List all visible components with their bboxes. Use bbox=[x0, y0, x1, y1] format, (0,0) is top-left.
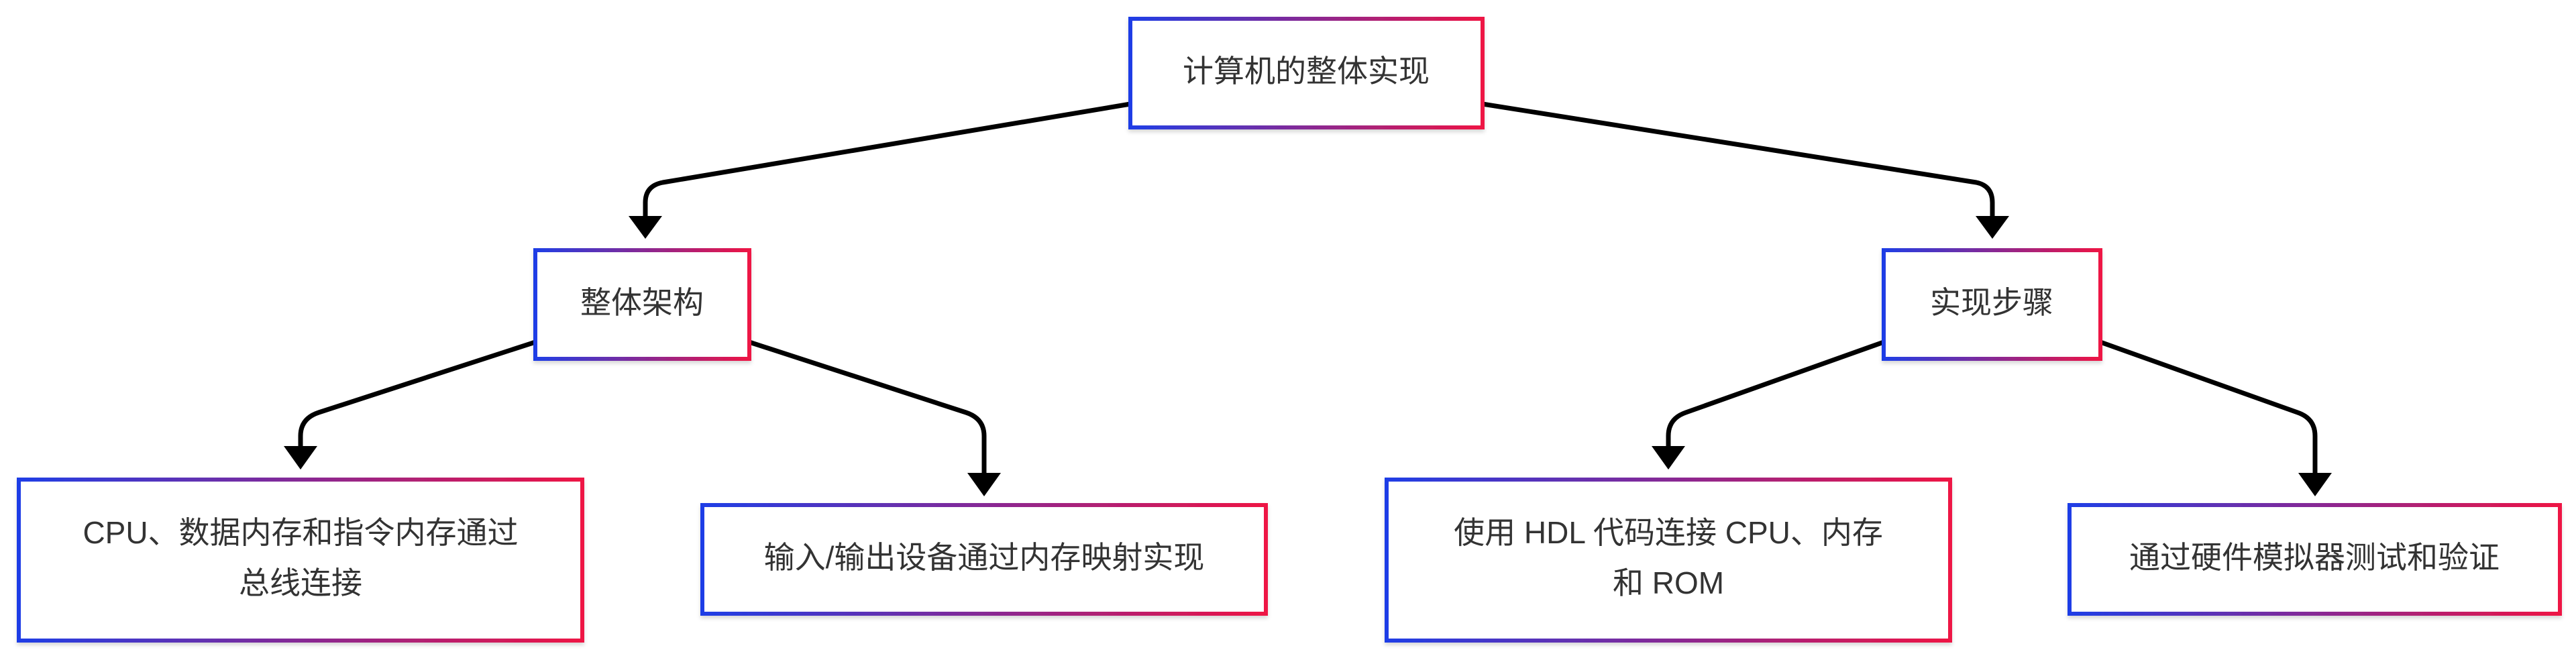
arrowhead-simulator bbox=[2298, 473, 2332, 496]
node-io-mmio-label: 输入/输出设备通过内存映射实现 bbox=[764, 540, 1205, 575]
node-io-mmio: 输入/输出设备通过内存映射实现 bbox=[700, 503, 1268, 616]
node-cpu-bus-label-line1: CPU、数据内存和指令内存通过 bbox=[83, 515, 518, 550]
node-hdl-connect: 使用 HDL 代码连接 CPU、内存 和 ROM bbox=[1385, 478, 1952, 643]
arrowhead-cpu-bus bbox=[284, 446, 317, 470]
edge-root-steps bbox=[1480, 101, 1995, 224]
node-steps: 实现步骤 bbox=[1882, 248, 2102, 361]
node-architecture: 整体架构 bbox=[533, 248, 751, 361]
node-root: 计算机的整体实现 bbox=[1128, 17, 1485, 129]
edge-root-architecture bbox=[643, 101, 1133, 224]
arrowhead-architecture bbox=[629, 216, 662, 239]
node-architecture-label: 整体架构 bbox=[580, 285, 704, 320]
arrowhead-steps bbox=[1976, 216, 2009, 239]
node-cpu-bus-label-line2: 总线连接 bbox=[239, 565, 362, 600]
edges bbox=[284, 101, 2332, 496]
arrowhead-io bbox=[967, 473, 1001, 496]
node-simulator-label: 通过硬件模拟器测试和验证 bbox=[2129, 540, 2500, 575]
edge-steps-simulator bbox=[2098, 339, 2318, 480]
arrowhead-hdl bbox=[1652, 446, 1685, 470]
edge-architecture-io bbox=[747, 339, 987, 480]
node-simulator: 通过硬件模拟器测试和验证 bbox=[2068, 503, 2562, 616]
node-steps-label: 实现步骤 bbox=[1930, 285, 2053, 320]
edge-architecture-cpu-bus bbox=[298, 339, 538, 453]
node-root-label: 计算机的整体实现 bbox=[1183, 54, 1430, 89]
node-hdl-connect-label-line2: 和 ROM bbox=[1613, 565, 1724, 600]
node-cpu-bus: CPU、数据内存和指令内存通过 总线连接 bbox=[17, 478, 584, 643]
node-hdl-connect-label-line1: 使用 HDL 代码连接 CPU、内存 bbox=[1454, 515, 1883, 550]
edge-steps-hdl bbox=[1666, 339, 1886, 453]
